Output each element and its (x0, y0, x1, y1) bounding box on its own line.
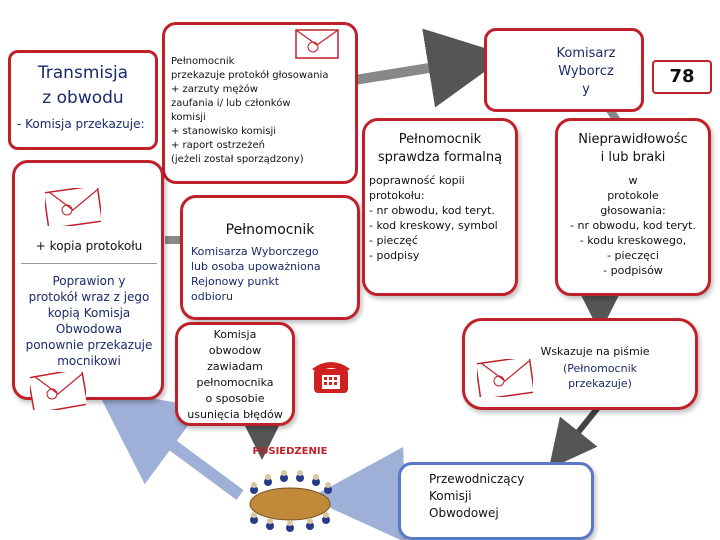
arrow-to-przewodniczacy (548, 403, 603, 470)
nieprawidlowosci-box: Nieprawidłowośc i lub braki w protokole … (555, 118, 711, 296)
wskazuje-line1: Wskazuje na piśmie (540, 345, 650, 358)
arrow-to-komisarz (354, 28, 508, 108)
przewodniczacy-box: Przewodniczący Komisji Obwodowej (398, 462, 594, 540)
telephone-icon (310, 355, 352, 397)
transmisja-subtitle: - Komisja przekazuje: (17, 117, 145, 131)
komisja-obwodowa-box: Komisja obwodow zawiadam pełnomocnika o … (175, 322, 295, 426)
envelope-icon-wskazuje (474, 355, 536, 401)
arrow-to-left-box (96, 388, 244, 500)
pelnomocnik-check-box: Pełnomocnik sprawdza formalną poprawność… (362, 118, 518, 296)
przewodniczacy-text: Przewodniczący Komisji Obwodowej (429, 472, 525, 520)
wskazuje-line2: (Pełnomocnik przekazuje) (562, 362, 638, 390)
transmisja-title-line1: Transmisja (37, 63, 129, 83)
komisarz-box: Komisarz Wyborcz y (484, 28, 644, 112)
kopia-text: + kopia protokołu (35, 239, 143, 253)
posiedzenie-group: POSIEDZENIE (240, 446, 340, 538)
page-number-box: 78 (652, 60, 712, 94)
mid-center-body: Komisarza Wyborczego lub osoba upoważnio… (191, 245, 321, 303)
arrow-to-posiedzenie (309, 446, 407, 540)
divider (21, 263, 157, 264)
poprawiony-text: Poprawion y protokół wraz z jego kopią K… (25, 274, 153, 368)
pelnomocnik-check-body: poprawność kopii protokołu: - nr obwodu,… (369, 174, 498, 262)
top-center-text: Pełnomocnik przekazuje protokół głosowan… (171, 56, 329, 165)
transmisja-title-line2: z obwodu (42, 88, 124, 108)
mid-center-box: Pełnomocnik Komisarza Wyborczego lub oso… (180, 195, 360, 320)
mid-center-title: Pełnomocnik (225, 222, 315, 238)
nieprawidlowosci-title: Nieprawidłowośc i lub braki (578, 132, 688, 165)
komisarz-label: Komisarz Wyborcz y (556, 46, 616, 97)
meeting-table-icon (249, 470, 332, 532)
left-box: + kopia protokołu Poprawion y protokół w… (12, 160, 164, 400)
transmisja-box: Transmisja z obwodu - Komisja przekazuje… (8, 50, 158, 150)
envelope-icon-bottom-left (27, 367, 89, 415)
top-center-box: Pełnomocnik przekazuje protokół głosowan… (162, 22, 358, 184)
envelope-icon-left (42, 184, 104, 230)
nieprawidlowosci-body: w protokole głosowania: - nr obwodu, kod… (570, 174, 696, 277)
page-number: 78 (669, 66, 695, 87)
pelnomocnik-check-title: Pełnomocnik sprawdza formalną (377, 132, 503, 165)
posiedzenie-label: POSIEDZENIE (252, 446, 328, 457)
wskazuje-box: Wskazuje na piśmie (Pełnomocnik przekazu… (462, 318, 698, 410)
envelope-icon (295, 29, 339, 59)
komisja-obwodowa-text: Komisja obwodow zawiadam pełnomocnika o … (187, 328, 283, 421)
